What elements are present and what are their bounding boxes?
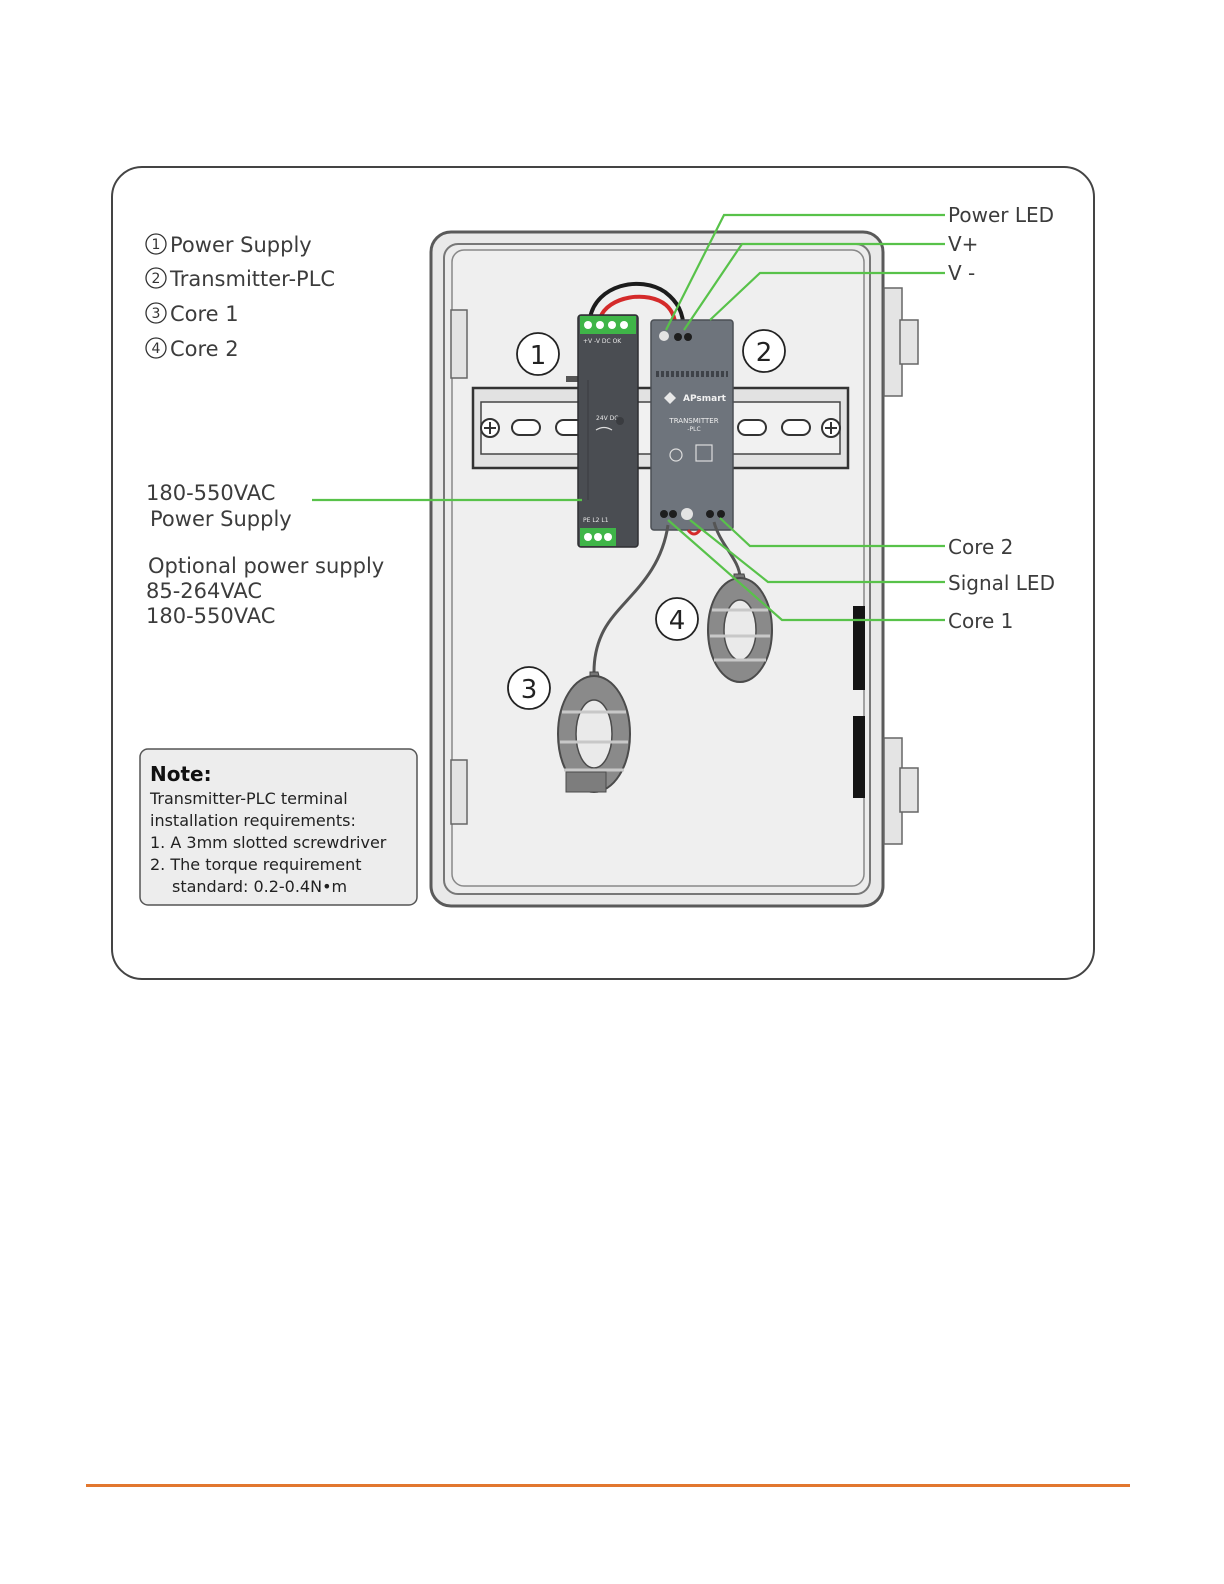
svg-text:2: 2: [152, 271, 161, 287]
brand-label: APsmart: [683, 394, 727, 404]
optional-supply-range-1: 85-264VAC: [146, 579, 262, 603]
marker-2: 2: [742, 329, 786, 373]
legend-item-core1: 3 Core 1: [145, 302, 239, 326]
psu-bottom-terminal-label: PE L2 L1: [583, 517, 609, 524]
gasket-strip-bottom: [853, 716, 865, 798]
legend-item-core2: 4 Core 2: [145, 337, 239, 361]
svg-text:4: 4: [669, 606, 686, 636]
callout-core2: Core 2: [948, 535, 1013, 559]
leader-v-minus: [709, 271, 945, 321]
svg-text:3: 3: [521, 675, 538, 705]
svg-text:2: 2: [756, 338, 773, 368]
optional-supply-title: Optional power supply: [148, 554, 384, 578]
legend: 1 Power Supply 2 Transmitter-PLC 3 Core …: [145, 233, 335, 361]
legend-item-transmitter: 2 Transmitter-PLC: [145, 267, 335, 291]
hinge-left-top: [450, 309, 468, 379]
supply-name-label: Power Supply: [150, 507, 292, 531]
svg-text:Power Supply: Power Supply: [170, 233, 312, 257]
legend-item-power-supply: 1 Power Supply: [145, 233, 312, 257]
note-box: Note: Transmitter-PLC terminal installat…: [139, 748, 418, 906]
leader-core1: [667, 519, 945, 622]
note-title: Note:: [150, 762, 212, 786]
latch-top: [883, 287, 919, 397]
note-line: Transmitter-PLC terminal: [149, 789, 348, 808]
hinge-left-bottom: [450, 759, 468, 825]
gasket-strip-top: [853, 606, 865, 690]
leader-core2: [719, 517, 945, 548]
note-line: standard: 0.2-0.4N•m: [172, 877, 347, 896]
callout-signal-led: Signal LED: [948, 571, 1055, 595]
note-line: 1. A 3mm slotted screwdriver: [150, 833, 387, 852]
svg-text:1: 1: [152, 237, 161, 253]
model-label-2: -PLC: [687, 426, 700, 433]
power-supply-module: +V -V DC OK 24V DC PE L2 L1: [566, 314, 639, 548]
supply-voltage-label: 180-550VAC: [146, 481, 275, 505]
model-label-1: TRANSMITTER: [668, 417, 718, 425]
marker-4: 4: [655, 597, 699, 641]
leader-power-led: [665, 213, 945, 331]
callout-v-minus: V -: [948, 261, 975, 285]
note-line: 2. The torque requirement: [150, 855, 362, 874]
core2-ct: [707, 573, 773, 683]
marker-1: 1: [516, 332, 560, 376]
leader-signal-led: [689, 519, 945, 584]
core1-ct: [557, 671, 631, 793]
power-led-indicator: [659, 331, 669, 341]
psu-face-label: 24V DC: [596, 415, 618, 422]
callout-v-plus: V+: [948, 232, 978, 256]
latch-bottom: [883, 737, 919, 845]
psu-top-terminal-label: +V -V DC OK: [583, 338, 622, 345]
svg-text:Core 2: Core 2: [170, 337, 239, 361]
wire-black: [588, 281, 686, 331]
svg-text:4: 4: [152, 341, 161, 357]
callout-power-led: Power LED: [948, 203, 1054, 227]
apsmart-logo-icon: [664, 392, 676, 404]
footer-rule: [86, 1484, 1130, 1487]
signal-led-indicator: [681, 508, 693, 520]
optional-supply-range-2: 180-550VAC: [146, 604, 275, 628]
core1-wire: [592, 524, 670, 673]
transmitter-plc-module: APsmart TRANSMITTER -PLC: [650, 319, 734, 536]
marker-3: 3: [507, 666, 551, 710]
svg-text:Transmitter-PLC: Transmitter-PLC: [169, 267, 335, 291]
svg-text:Core 1: Core 1: [170, 302, 239, 326]
svg-text:3: 3: [152, 306, 161, 322]
svg-text:1: 1: [530, 341, 547, 371]
callout-core1: Core 1: [948, 609, 1013, 633]
leader-v-plus: [683, 242, 945, 331]
note-line: installation requirements:: [150, 811, 356, 830]
